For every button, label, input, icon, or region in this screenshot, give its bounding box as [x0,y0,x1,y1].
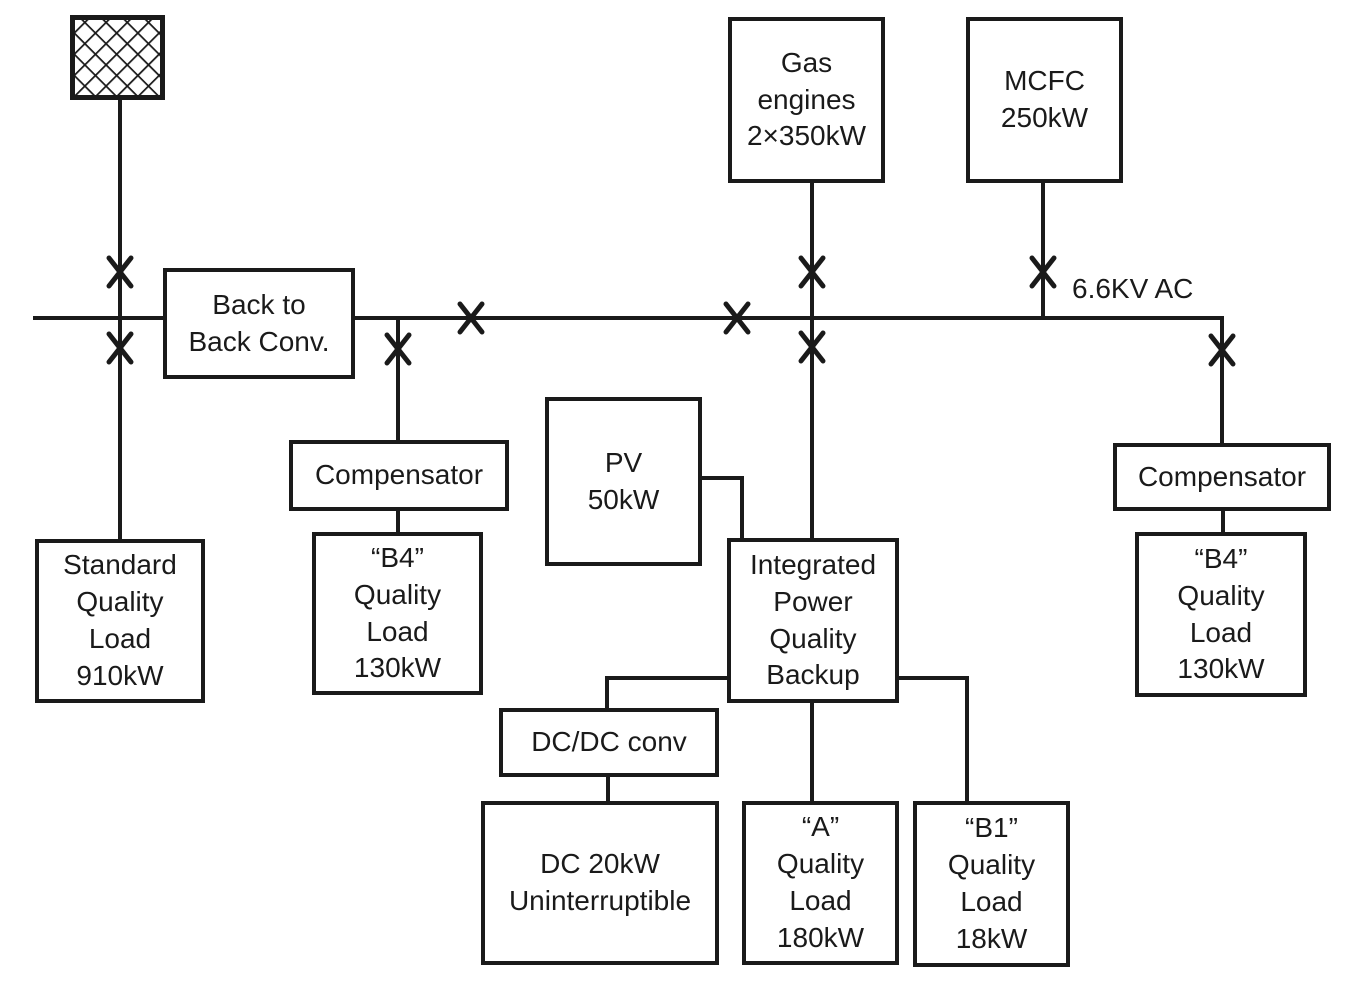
compensator-left-box: Compensator [289,440,509,511]
gas-engines-box: Gas engines 2×350kW [728,17,885,183]
a-quality-load-label: “A” Quality Load 180kW [776,811,865,953]
switch-icon-integrated-backup [798,330,826,364]
pv-box: PV 50kW [545,397,702,566]
b1-quality-load-label: “B1” Quality Load 18kW [947,812,1036,954]
integrated-to-b1-load-line [899,676,969,801]
integrated-power-quality-backup-box: Integrated Power Quality Backup [727,538,899,703]
pv-label: PV 50kW [587,446,660,515]
switch-icon-gas-engines [798,255,826,289]
compensator-right-label: Compensator [1137,460,1307,492]
switch-icon-grid-upper [106,255,134,289]
switch-icon-grid-lower [106,331,134,365]
bus-voltage-label: 6.6KV AC [1072,273,1194,304]
standard-quality-load-label: Standard Quality Load 910kW [63,549,177,691]
mcfc-box: MCFC 250kW [966,17,1123,183]
back-to-back-converter-box: Back to Back Conv. [163,268,355,379]
pv-connector-line [702,476,744,538]
utility-grid-icon [70,15,165,100]
ac-bus-line [33,316,1224,443]
dc-uninterruptible-load-box: DC 20kW Uninterruptible [481,801,719,965]
b4-quality-load-left-box: “B4” Quality Load 130kW [312,532,483,695]
switch-icon-mcfc [1029,255,1057,289]
b4-quality-load-left-label: “B4” Quality Load 130kW [353,541,442,684]
compensator-right-box: Compensator [1113,443,1331,511]
standard-quality-load-box: Standard Quality Load 910kW [35,539,205,703]
switch-icon-compensator-right [1208,333,1236,367]
compensator-left-label: Compensator [314,459,484,491]
b4-quality-load-right-box: “B4” Quality Load 130kW [1135,532,1307,697]
gas-engines-label: Gas engines 2×350kW [746,46,867,152]
integrated-to-dcdc-line [605,676,727,708]
dc-uninterruptible-load-label: DC 20kW Uninterruptible [508,848,692,916]
switch-icon-compensator-left [384,332,412,366]
back-to-back-converter-label: Back to Back Conv. [188,288,330,357]
b4-quality-load-right-label: “B4” Quality Load 130kW [1177,542,1265,685]
a-quality-load-box: “A” Quality Load 180kW [742,801,899,965]
mcfc-label: MCFC 250kW [1000,65,1089,133]
dcdc-converter-box: DC/DC conv [499,708,719,777]
switch-icon-bus-left [457,301,485,335]
dcdc-converter-label: DC/DC conv [531,726,687,758]
integrated-power-quality-backup-label: Integrated Power Quality Backup [749,548,877,691]
b1-quality-load-box: “B1” Quality Load 18kW [913,801,1070,967]
switch-icon-bus-right [723,301,751,335]
